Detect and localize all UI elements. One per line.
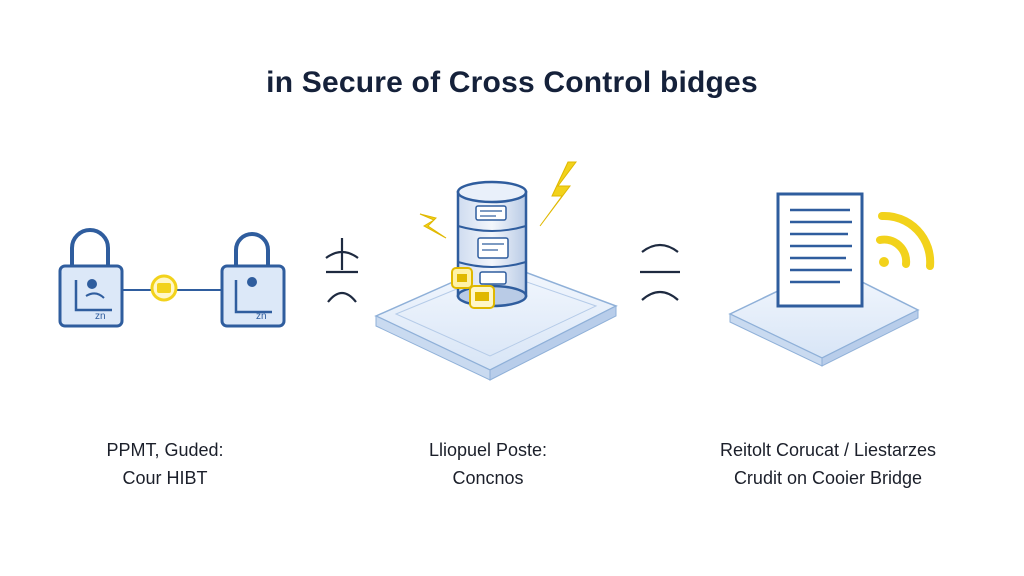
lightning-icon — [419, 213, 447, 239]
step-caption: Reitolt Corucat / Liestarzes Crudit on C… — [678, 436, 978, 492]
svg-text:zn: zn — [95, 311, 106, 322]
padlock-pair-icon: zn zn — [58, 228, 286, 328]
step-caption-line1: Reitolt Corucat / Liestarzes — [719, 440, 937, 460]
signal-icon — [876, 211, 935, 270]
diagram-title: in Secure of Cross Control bidges — [266, 66, 758, 99]
database-platform-icon — [374, 161, 618, 381]
step-caption-line2: Cour HIBT — [122, 468, 208, 488]
key-token-icon — [150, 274, 178, 302]
svg-text:zn: zn — [256, 311, 267, 322]
lightning-icon — [539, 161, 577, 227]
step-caption-line1: PPMT, Guded: — [106, 440, 224, 460]
step-caption-line2: Crudit on Cooier Bridge — [733, 468, 923, 488]
step-caption-line1: Lliopuel Poste: — [428, 440, 548, 460]
step-caption: Lliopuel Poste: Concnos — [338, 436, 638, 492]
badge-icon — [451, 267, 495, 309]
padlock-right-icon: zn — [220, 232, 286, 328]
document-signal-icon — [728, 192, 935, 367]
padlock-left-icon: zn — [58, 228, 124, 328]
separator-icon — [325, 238, 359, 303]
separator-icon — [640, 243, 680, 301]
step-caption: PPMT, Guded: Cour HIBT — [15, 436, 315, 492]
step-caption-line2: Concnos — [452, 468, 524, 488]
